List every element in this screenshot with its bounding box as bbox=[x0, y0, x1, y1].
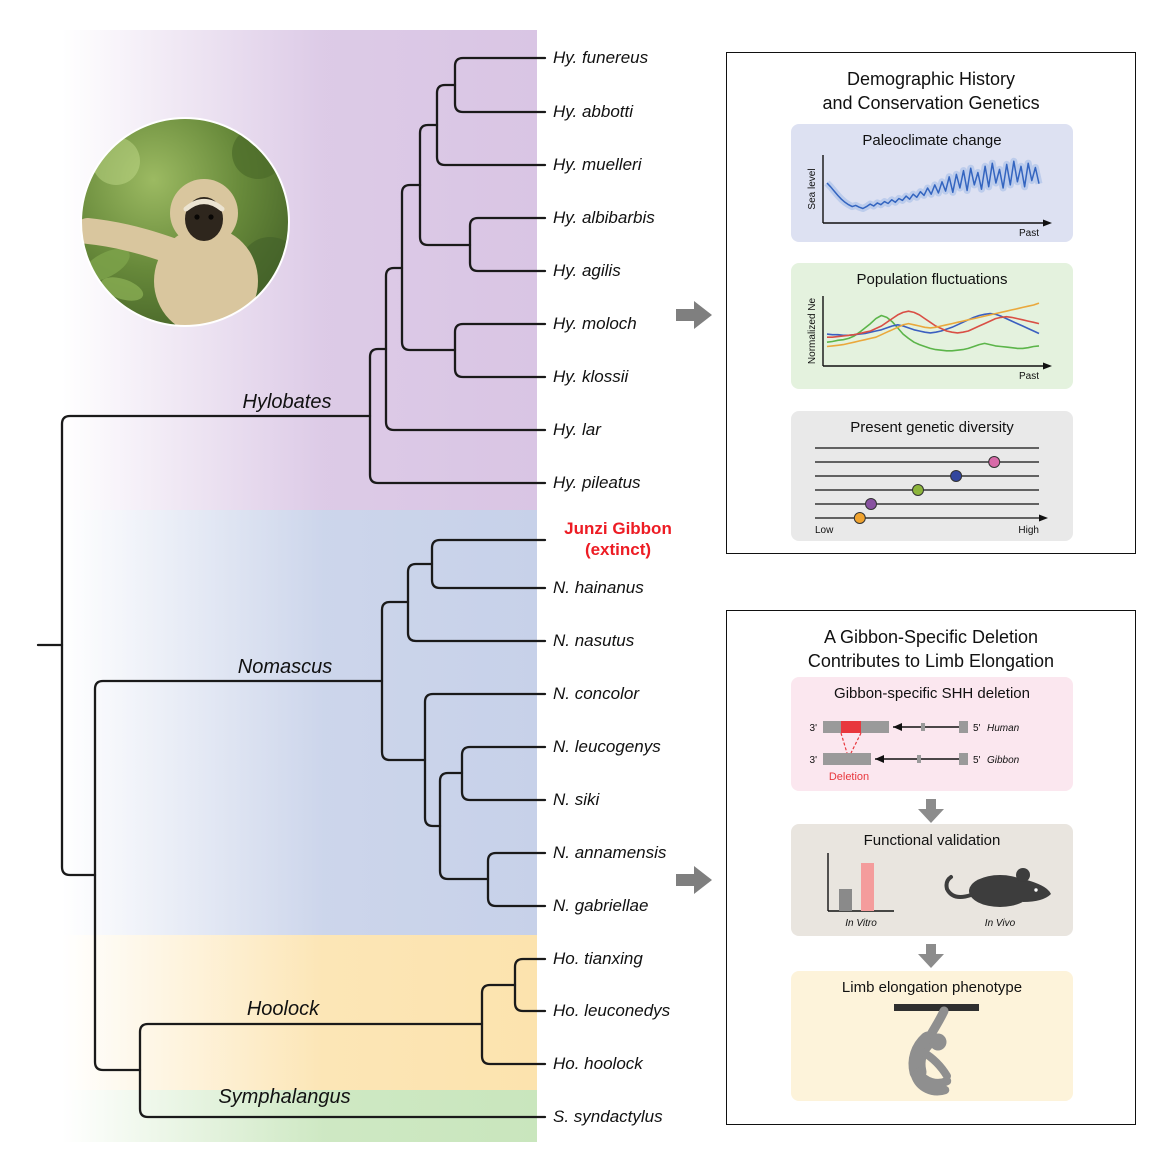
diversity-lines bbox=[815, 447, 1039, 519]
x-axis-arrowhead bbox=[1043, 362, 1052, 370]
diversity-card: Present genetic diversity Low High bbox=[791, 411, 1073, 541]
demographic-panel: Demographic History and Conservation Gen… bbox=[726, 52, 1136, 554]
gibbon-transcription-arrowhead bbox=[875, 755, 884, 763]
nomascus-band bbox=[62, 510, 537, 935]
species-label-hy-albibarbis: Hy. albibarbis bbox=[553, 208, 655, 227]
species-label-ho-hoolock: Ho. hoolock bbox=[553, 1054, 643, 1073]
species-label-hy-lar: Hy. lar bbox=[553, 420, 601, 439]
species-label-hy-pileatus: Hy. pileatus bbox=[553, 473, 641, 492]
arrow-down-icon bbox=[918, 944, 944, 968]
human-3prime-label: 3' bbox=[810, 723, 818, 734]
species-label-n-siki: N. siki bbox=[553, 790, 600, 809]
species-label-n-leucogenys: N. leucogenys bbox=[553, 737, 661, 756]
ne-curves bbox=[826, 302, 1040, 352]
genus-label-symphalangus: Symphalangus bbox=[218, 1086, 351, 1108]
diversity-high-label: High bbox=[1018, 525, 1039, 536]
limb-elongation-card: Limb elongation phenotype bbox=[791, 971, 1073, 1101]
species-label-hy-funereus: Hy. funereus bbox=[553, 48, 649, 67]
control-bar bbox=[839, 889, 852, 911]
species-label-hy-agilis: Hy. agilis bbox=[553, 261, 621, 280]
human-exon-tick bbox=[921, 723, 925, 731]
shh-deletion-card: Gibbon-specific SHH deletion 3' 5' Human… bbox=[791, 677, 1073, 791]
gibbon-label: Gibbon bbox=[987, 755, 1020, 766]
gibbon-5prime-label: 5' bbox=[973, 755, 981, 766]
gibbon-photo-illustration bbox=[80, 117, 290, 327]
gibbon-3prime-label: 3' bbox=[810, 755, 818, 766]
genus-label-hoolock: Hoolock bbox=[246, 998, 320, 1020]
shh-locus-diagram: 3' 5' Human 3' 5' Gibbon bbox=[810, 721, 1020, 783]
extinct-taxon-name: Junzi Gibbon bbox=[564, 519, 672, 538]
paleoclimate-card-title: Paleoclimate change bbox=[862, 132, 1002, 149]
species-label-hy-klossii: Hy. klossii bbox=[553, 367, 629, 386]
species-label-hy-moloch: Hy. moloch bbox=[553, 314, 637, 333]
diversity-axis-arrowhead bbox=[1039, 514, 1048, 522]
species-label-hy-abbotti: Hy. abbotti bbox=[553, 102, 634, 121]
limb-card-title: Limb elongation phenotype bbox=[841, 979, 1023, 996]
mouse-icon bbox=[944, 868, 1051, 907]
human-transcription-arrowhead bbox=[893, 723, 902, 731]
paleoclimate-card: Paleoclimate change Sea level Past bbox=[791, 124, 1073, 242]
brachiating-gibbon-illustration bbox=[894, 1004, 979, 1096]
genus-label-nomascus: Nomascus bbox=[237, 656, 333, 678]
validation-card-title: Functional validation bbox=[863, 832, 1001, 849]
gibbon-photo bbox=[80, 117, 290, 327]
species-label-s-syndactylus: S. syndactylus bbox=[553, 1107, 663, 1126]
invitro-bar-chart bbox=[827, 853, 894, 912]
hanging-bar bbox=[894, 1004, 979, 1011]
test-bar bbox=[861, 863, 874, 911]
human-deleted-region bbox=[841, 721, 861, 733]
extinct-taxon-label: Junzi Gibbon (extinct) bbox=[548, 518, 688, 560]
species-label-n-concolor: N. concolor bbox=[553, 684, 639, 703]
invivo-label: In Vivo bbox=[985, 918, 1016, 929]
demographic-panel-title: Demographic History and Conservation Gen… bbox=[727, 67, 1135, 115]
diversity-low-label: Low bbox=[815, 525, 834, 536]
diversity-dots bbox=[853, 456, 1001, 524]
arrow-right-icon bbox=[676, 301, 712, 329]
arrow-right-icon bbox=[676, 866, 712, 894]
paleo-xlabel: Past bbox=[1019, 228, 1039, 239]
species-label-ho-tianxing: Ho. tianxing bbox=[553, 949, 643, 968]
deletion-title-line1: A Gibbon-Specific Deletion bbox=[823, 627, 1039, 647]
human-label: Human bbox=[987, 723, 1020, 734]
invitro-label: In Vitro bbox=[845, 918, 877, 929]
deletion-label: Deletion bbox=[829, 771, 869, 783]
species-label-n-nasutus: N. nasutus bbox=[553, 631, 635, 650]
deletion-title-line2: Contributes to Limb Elongation bbox=[807, 651, 1055, 671]
sea-level-curve bbox=[824, 157, 1043, 212]
deletion-panel-title: A Gibbon-Specific Deletion Contributes t… bbox=[727, 625, 1135, 673]
arrow-down-icon bbox=[918, 799, 944, 823]
diversity-card-title: Present genetic diversity bbox=[850, 419, 1014, 436]
gibbon-small-box bbox=[959, 753, 968, 765]
diversity-chart: Low High bbox=[815, 447, 1048, 536]
genus-label-hylobates: Hylobates bbox=[242, 391, 332, 413]
validation-illustration: In Vitro In Vivo bbox=[827, 853, 1051, 929]
gibbon-gene-box bbox=[823, 753, 871, 765]
species-label-n-annamensis: N. annamensis bbox=[553, 843, 667, 862]
population-card-title: Population fluctuations bbox=[856, 271, 1008, 288]
x-axis-arrowhead bbox=[1043, 219, 1052, 227]
species-label-n-gabriellae: N. gabriellae bbox=[553, 896, 649, 915]
demographic-title-line1: Demographic History bbox=[846, 69, 1016, 89]
species-label-ho-leuconedys: Ho. leuconedys bbox=[553, 1001, 671, 1020]
population-chart: Normalized Ne Past bbox=[807, 296, 1052, 382]
human-5prime-label: 5' bbox=[973, 723, 981, 734]
human-small-box bbox=[959, 721, 968, 733]
gibbon-exon-tick bbox=[917, 755, 921, 763]
functional-validation-card: Functional validation In Vitro bbox=[791, 824, 1073, 936]
gibbon-silhouette bbox=[908, 1006, 952, 1096]
species-label-hy-muelleri: Hy. muelleri bbox=[553, 155, 642, 174]
population-card: Population fluctuations Normalized Ne Pa… bbox=[791, 263, 1073, 389]
paleoclimate-chart: Sea level Past bbox=[807, 155, 1052, 239]
extinct-taxon-status: (extinct) bbox=[584, 540, 652, 559]
pop-xlabel: Past bbox=[1019, 371, 1039, 382]
species-label-n-hainanus: N. hainanus bbox=[553, 578, 644, 597]
shh-card-title: Gibbon-specific SHH deletion bbox=[834, 685, 1030, 702]
demographic-title-line2: and Conservation Genetics bbox=[822, 93, 1040, 113]
deletion-panel: A Gibbon-Specific Deletion Contributes t… bbox=[726, 610, 1136, 1125]
paleo-ylabel: Sea level bbox=[807, 168, 818, 209]
pop-ylabel: Normalized Ne bbox=[807, 297, 818, 364]
